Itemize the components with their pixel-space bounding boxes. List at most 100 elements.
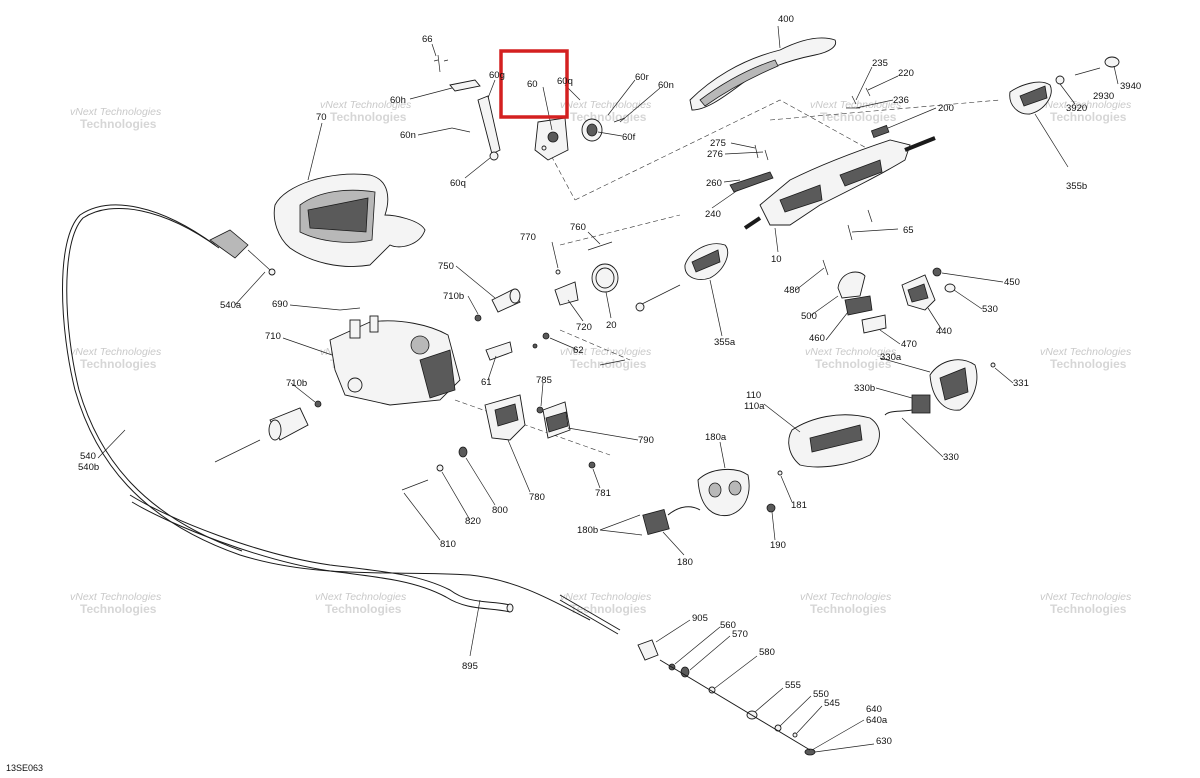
callout-label: 630 <box>876 736 892 747</box>
callout-label: 810 <box>440 539 456 550</box>
handlebar-cover-400 <box>689 37 837 111</box>
callout-label: 400 <box>778 14 794 25</box>
watermark: vNext Technologies <box>70 106 162 118</box>
callout-label: 450 <box>1004 277 1020 288</box>
callout-label: 640a <box>866 715 888 726</box>
nut-770 <box>555 269 561 275</box>
cable-fittings <box>559 594 816 756</box>
callout-label: 540 <box>80 451 96 462</box>
screw-690 <box>339 307 361 311</box>
watermark: vNext Technologies <box>810 99 902 111</box>
lever-60g <box>477 95 501 155</box>
callout-label: 895 <box>462 661 478 672</box>
callout-label: 330b <box>854 383 875 394</box>
callout-label: 570 <box>732 629 748 640</box>
callout-label: 60n <box>400 130 416 141</box>
callout-label: 66 <box>422 34 433 45</box>
callout-label: 260 <box>706 178 722 189</box>
callout-label: 20 <box>606 320 617 331</box>
watermark: Technologies <box>810 602 887 616</box>
watermark: vNext Technologies <box>70 346 162 358</box>
diagram-code: 13SE063 <box>6 763 44 773</box>
callout-label: 555 <box>785 680 801 691</box>
callout-label: 2930 <box>1093 91 1114 102</box>
callout-label: 61 <box>481 377 492 388</box>
bolt-355a <box>639 284 681 306</box>
gauge-cover-70 <box>273 173 426 267</box>
callout-label: 60q <box>450 178 466 189</box>
callout-label: 480 <box>784 285 800 296</box>
boot-710b <box>268 407 309 441</box>
callout-label: 760 <box>570 222 586 233</box>
bolt-810 <box>401 479 429 491</box>
watermark: vNext Technologies <box>1040 591 1132 603</box>
screw-480 <box>822 259 829 276</box>
callout-label: 65 <box>903 225 914 236</box>
callout-label: 190 <box>770 540 786 551</box>
callout-label: 550 <box>813 689 829 700</box>
callout-label: 785 <box>536 375 552 386</box>
leader-lines <box>97 25 1119 753</box>
cables <box>62 204 591 621</box>
boot-905 <box>637 639 659 661</box>
watermark: vNext Technologies <box>1040 99 1132 111</box>
callout-label: 60h <box>390 95 406 106</box>
clamp-460 <box>844 295 873 316</box>
watermark: Technologies <box>325 602 402 616</box>
screw-65 <box>847 224 853 241</box>
nut-530 <box>944 283 956 293</box>
watermark: vNext Technologies <box>315 591 407 603</box>
callout-label: 220 <box>898 68 914 79</box>
bracket-470 <box>861 314 887 334</box>
bracket-61 <box>485 341 513 361</box>
callout-label: 500 <box>801 311 817 322</box>
cable-end-540a <box>209 229 276 276</box>
callout-label: 60q <box>557 76 573 87</box>
screw-220 <box>865 87 871 97</box>
screw-66 <box>433 54 449 73</box>
washer-545 <box>792 732 798 738</box>
grip-355b <box>1009 81 1052 115</box>
tube-895 <box>129 494 511 606</box>
watermarks: vNext Technologies Technologies vNext Te… <box>70 99 1132 616</box>
callout-label: 60n <box>658 80 674 91</box>
bolt-710b <box>214 439 261 463</box>
callout-label: 710b <box>443 291 464 302</box>
harness-330b <box>884 394 931 416</box>
parts <box>209 37 1120 756</box>
display-cover-110 <box>788 414 880 468</box>
screw-60n <box>613 117 626 123</box>
screw-2930 <box>1074 67 1101 76</box>
watermark: Technologies <box>80 117 157 131</box>
assembly-lines <box>454 99 1001 456</box>
cluster-180a <box>697 469 750 517</box>
nut-190 <box>766 503 776 513</box>
throttle-cable-540 <box>62 204 591 621</box>
callout-label: 460 <box>809 333 825 344</box>
callout-label: 905 <box>692 613 708 624</box>
callout-label: 710b <box>286 378 307 389</box>
callout-label: 10 <box>771 254 782 265</box>
highlight-box <box>499 49 569 119</box>
watermark: vNext Technologies <box>805 346 897 358</box>
watermark: Technologies <box>570 357 647 371</box>
callout-label: 540a <box>220 300 242 311</box>
callout-label: 750 <box>438 261 454 272</box>
callout-label: 540b <box>78 462 99 473</box>
callout-label: 236 <box>893 95 909 106</box>
watermark: vNext Technologies <box>320 99 412 111</box>
clamp-440 <box>901 274 936 311</box>
nut-62 <box>542 332 550 340</box>
watermark: Technologies <box>80 602 157 616</box>
callout-label: 181 <box>791 500 807 511</box>
screw-276 <box>764 149 769 161</box>
switch-assembly-330 <box>929 359 978 411</box>
clamp-500 <box>837 271 866 299</box>
callout-label: 770 <box>520 232 536 243</box>
screw-235 <box>851 95 857 105</box>
watermark: vNext Technologies <box>800 591 892 603</box>
callout-label: 640 <box>866 704 882 715</box>
callout-label: 781 <box>595 488 611 499</box>
screw-275 <box>754 144 759 159</box>
